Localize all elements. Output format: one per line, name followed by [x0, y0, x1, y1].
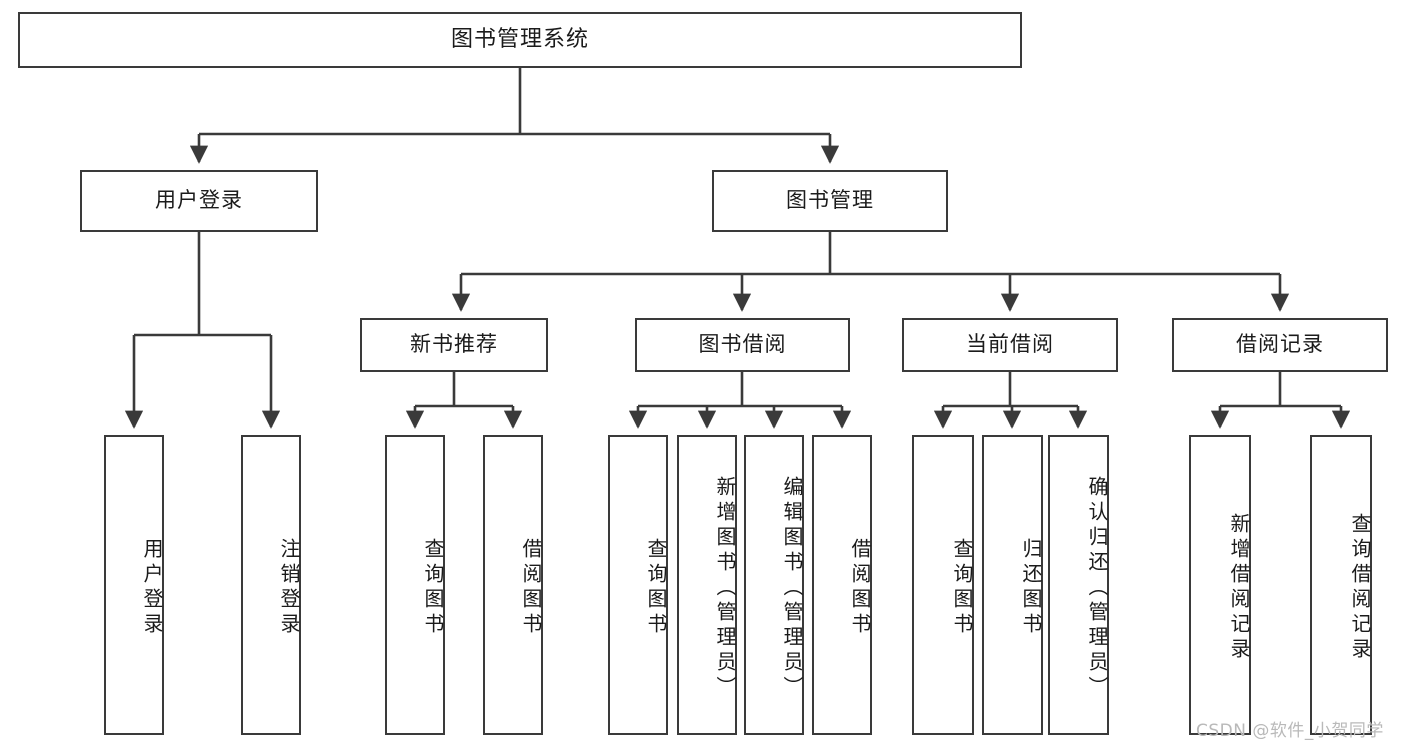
leaf-logout[interactable]: 注销登录: [241, 435, 301, 735]
node-user-login[interactable]: 用户登录: [80, 170, 318, 232]
leaf-user-login[interactable]: 用户登录: [104, 435, 164, 735]
leaf-edit-book-admin[interactable]: 编辑图书（管理员）: [744, 435, 804, 735]
node-borrow-record[interactable]: 借阅记录: [1172, 318, 1388, 372]
node-new-book-recommend[interactable]: 新书推荐: [360, 318, 548, 372]
leaf-return-book[interactable]: 归还图书: [982, 435, 1043, 735]
node-book-borrow[interactable]: 图书借阅: [635, 318, 850, 372]
leaf-query-book-newbook-label: 查询图书: [421, 538, 445, 638]
node-new-book-recommend-label: 新书推荐: [410, 332, 498, 357]
leaf-confirm-return-admin[interactable]: 确认归还（管理员）: [1048, 435, 1109, 735]
node-root-label: 图书管理系统: [450, 26, 589, 52]
watermark: CSDN @软件_小贺同学: [1196, 721, 1384, 741]
leaf-borrow-book[interactable]: 借阅图书: [812, 435, 872, 735]
node-current-borrow-label: 当前借阅: [966, 332, 1054, 357]
leaf-user-login-label: 用户登录: [140, 538, 164, 638]
node-book-borrow-label: 图书借阅: [698, 332, 787, 357]
leaf-confirm-return-admin-label: 确认归还（管理员）: [1085, 475, 1109, 701]
node-borrow-record-label: 借阅记录: [1236, 332, 1324, 357]
leaf-add-borrow-record-label: 新增借阅记录: [1227, 513, 1251, 663]
leaf-add-book-admin-label: 新增图书（管理员）: [713, 475, 737, 701]
node-book-management-label: 图书管理: [786, 188, 874, 213]
leaf-borrow-book-label: 借阅图书: [848, 538, 872, 638]
leaf-logout-label: 注销登录: [277, 538, 301, 638]
node-book-management[interactable]: 图书管理: [712, 170, 948, 232]
leaf-query-book-current-label: 查询图书: [950, 538, 974, 638]
leaf-query-book-borrow-label: 查询图书: [644, 538, 668, 638]
leaf-edit-book-admin-label: 编辑图书（管理员）: [780, 475, 804, 701]
leaf-borrow-book-newbook[interactable]: 借阅图书: [483, 435, 543, 735]
leaf-query-book-current[interactable]: 查询图书: [912, 435, 974, 735]
leaf-return-book-label: 归还图书: [1019, 538, 1043, 638]
leaf-query-borrow-record-label: 查询借阅记录: [1348, 513, 1372, 663]
node-user-login-label: 用户登录: [155, 188, 243, 213]
leaf-query-book-newbook[interactable]: 查询图书: [385, 435, 445, 735]
node-current-borrow[interactable]: 当前借阅: [902, 318, 1118, 372]
leaf-query-book-borrow[interactable]: 查询图书: [608, 435, 668, 735]
leaf-query-borrow-record[interactable]: 查询借阅记录: [1310, 435, 1372, 735]
leaf-add-book-admin[interactable]: 新增图书（管理员）: [677, 435, 737, 735]
node-root[interactable]: 图书管理系统: [18, 12, 1022, 68]
leaf-add-borrow-record[interactable]: 新增借阅记录: [1189, 435, 1251, 735]
leaf-borrow-book-newbook-label: 借阅图书: [519, 538, 543, 638]
